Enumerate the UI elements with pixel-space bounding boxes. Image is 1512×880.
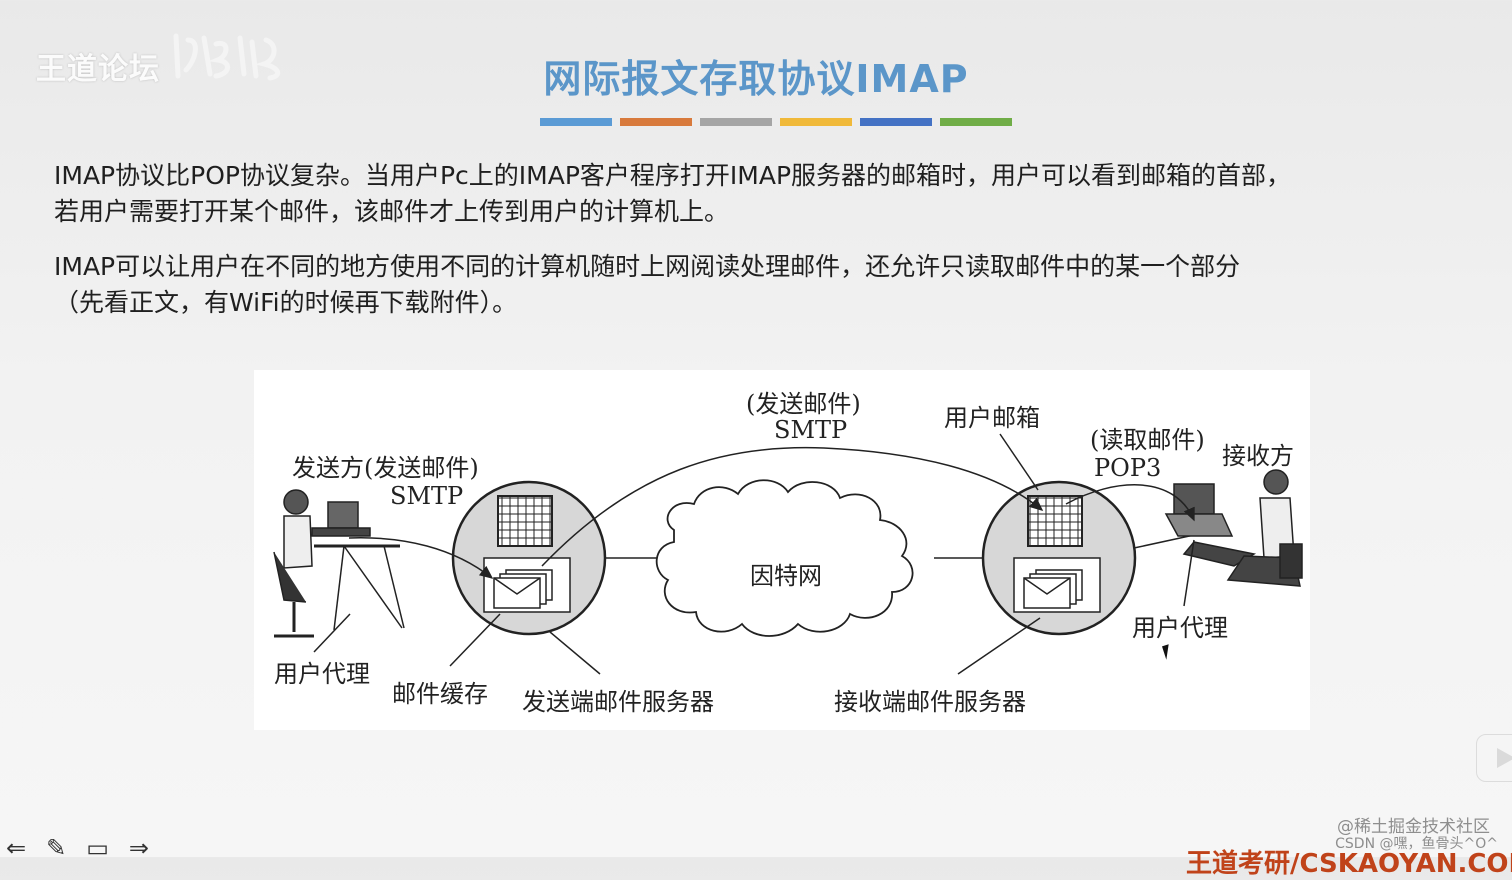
label-middle-action: (发送邮件) [746,390,861,418]
slide-toolbar: ⇐ ✎ ▭ ⇒ [6,834,150,862]
color-bar [940,118,1012,126]
label-mail-cache: 邮件缓存 [392,680,488,708]
back-arrow-icon[interactable]: ⇐ [6,834,27,862]
label-left-user-agent: 用户代理 [274,660,370,688]
recv-envelope-icon [1013,557,1101,613]
diagram-graphic [273,433,1303,675]
watermark-csdn: CSDN @嘿，鱼骨头^O^ [1335,836,1498,852]
watermark-juejin: @稀土掘金技术社区 [1337,817,1490,837]
paragraph-imap-feature: IMAP可以让用户在不同的地方使用不同的计算机随时上网阅读处理邮件，还允许只读取… [54,249,1464,321]
label-receiver: 接收方 [1222,442,1294,470]
paragraph-line: 若用户需要打开某个邮件，该邮件才上传到用户的计算机上。 [54,197,730,226]
title-color-bars [540,118,1012,126]
label-send-server: 发送端邮件服务器 [522,688,714,716]
color-bar [540,118,612,126]
logo-text: 王道论坛 [36,52,160,87]
label-read-protocol: POP3 [1094,454,1162,482]
paragraph-imap-intro: IMAP协议比POP协议复杂。当用户Pc上的IMAP客户程序打开IMAP服务器的… [54,158,1464,230]
label-internet: 因特网 [750,562,822,590]
pen-icon[interactable]: ✎ [46,834,67,862]
label-sender: 发送方(发送邮件) [292,454,479,482]
label-read-action: (读取邮件) [1090,426,1205,454]
email-system-diagram: 发送方(发送邮件) SMTP (发送邮件) SMTP 用户邮箱 (读取邮件) P… [254,370,1310,730]
send-envelope-icon [483,557,571,613]
receiver-person-icon [1164,469,1303,587]
color-bar [700,118,772,126]
label-user-mailbox: 用户邮箱 [944,404,1040,432]
paragraph-line: IMAP可以让用户在不同的地方使用不同的计算机随时上网阅读处理邮件，还允许只读取… [54,252,1241,281]
label-recv-server: 接收端邮件服务器 [834,688,1026,716]
forward-arrow-icon[interactable]: ⇒ [128,834,150,862]
footer-site: 王道考研/CSKAOYAN.COM [1186,849,1512,879]
sender-person-icon [273,489,405,638]
color-bar [620,118,692,126]
paragraph-line: （先看正文，有WiFi的时候再下载附件）。 [54,288,518,317]
label-right-user-agent: 用户代理 [1132,614,1228,642]
color-bar [860,118,932,126]
page-title: 网际报文存取协议IMAP [543,57,969,101]
play-button[interactable] [1476,734,1512,782]
label-middle-protocol: SMTP [774,416,848,444]
label-sender-protocol: SMTP [390,482,464,510]
internet-cloud [655,479,914,637]
color-bar [780,118,852,126]
logo-scribble-icon [173,33,281,81]
screen-icon[interactable]: ▭ [86,834,109,862]
paragraph-line: IMAP协议比POP协议复杂。当用户Pc上的IMAP客户程序打开IMAP服务器的… [54,161,1292,190]
